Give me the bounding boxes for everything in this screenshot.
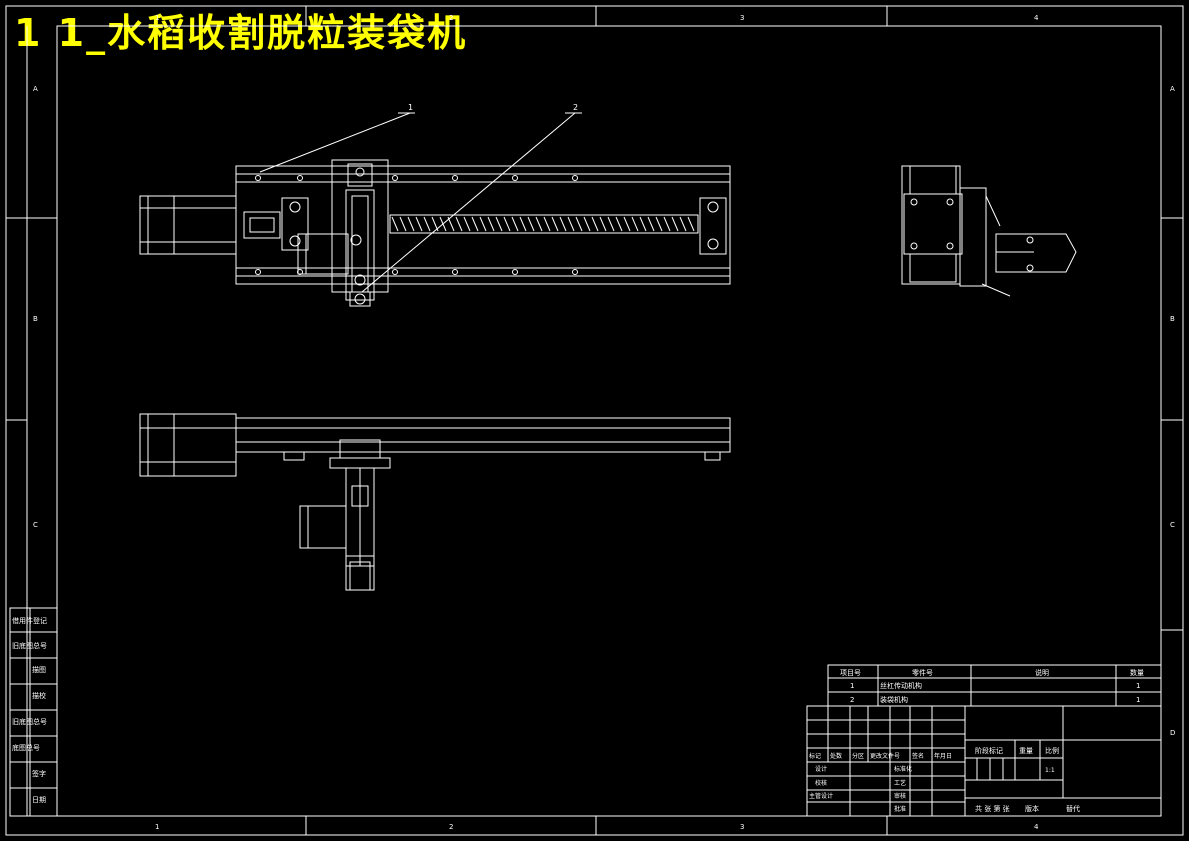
stage-mark: 阶段标记 (975, 746, 1003, 755)
strip-label-2: 旧底图总号 (12, 641, 47, 650)
top-view (139, 159, 731, 307)
zone-left-c: C (33, 521, 38, 529)
role-chief: 主管设计 (809, 792, 833, 800)
parts-row2-qty: 1 (1136, 696, 1140, 704)
stage-scale: 比例 (1045, 746, 1059, 755)
strip-label-5: 旧底图总号 (12, 717, 47, 726)
role-review: 审核 (894, 792, 906, 800)
zone-top-2: 2 (449, 14, 453, 22)
zone-left-b: B (33, 315, 38, 323)
strip-label-7: 签字 (32, 769, 46, 778)
balloon-1: 1 (408, 103, 413, 112)
rev-count: 处数 (830, 752, 842, 760)
zone-bottom-3: 3 (740, 823, 744, 831)
rev-sign: 签名 (912, 752, 924, 760)
parts-header-item: 项目号 (840, 669, 861, 677)
stage-weight: 重量 (1019, 747, 1033, 755)
role-check: 校核 (815, 779, 827, 787)
inner-border (56, 25, 1162, 817)
side-view (901, 165, 1077, 297)
strip-label-1: 借用件登记 (12, 616, 47, 625)
zone-bottom-2: 2 (449, 823, 453, 831)
scale-value: 1:1 (1045, 767, 1055, 774)
zone-top-1: 1 (155, 14, 159, 22)
zone-right-c: C (1170, 521, 1175, 529)
role-process: 工艺 (894, 779, 906, 787)
parts-row1-item: 1 (850, 682, 854, 690)
zone-right-b: B (1170, 315, 1175, 323)
parts-row1-name: 丝杠传动机构 (880, 681, 922, 690)
parts-header-desc: 说明 (1035, 668, 1049, 677)
role-approve: 批准 (894, 805, 906, 813)
rail-bolts (255, 175, 578, 275)
zone-top-3: 3 (740, 14, 744, 22)
strip-label-8: 日期 (32, 796, 46, 804)
parts-row2-item: 2 (850, 696, 854, 704)
rev-date: 年月日 (934, 752, 952, 760)
strip-label-4: 描校 (32, 691, 46, 700)
parts-header-qty: 数量 (1130, 668, 1144, 677)
rev-zone: 分区 (852, 752, 864, 760)
zone-right-d: D (1170, 729, 1175, 737)
version-label: 版本 (1025, 804, 1039, 813)
zone-bottom-1: 1 (155, 823, 159, 831)
role-std: 标准化 (894, 765, 912, 773)
strip-label-6: 底图总号 (12, 743, 40, 752)
rev-mark: 标记 (809, 752, 821, 760)
zone-bottom-4: 4 (1034, 823, 1039, 831)
zone-top-4: 4 (1034, 14, 1039, 22)
strip-label-3: 描图 (32, 665, 46, 674)
front-view (139, 413, 731, 591)
parts-row2-name: 装袋机构 (880, 695, 908, 704)
parts-row1-qty: 1 (1136, 682, 1140, 690)
zone-right-a: A (1170, 85, 1175, 93)
zone-left-a: A (33, 85, 38, 93)
role-design: 设计 (815, 765, 827, 773)
outer-border (5, 5, 1184, 836)
parts-header-name: 零件号 (912, 668, 933, 677)
rev-doc: 更改文件号 (870, 752, 900, 760)
drawing-title: 1 1_水稻收割脱粒装袋机 (14, 11, 468, 55)
balloon-2: 2 (573, 103, 578, 112)
replace-label: 替代 (1066, 804, 1080, 813)
sheet-count: 共 张 第 张 (975, 804, 1010, 813)
